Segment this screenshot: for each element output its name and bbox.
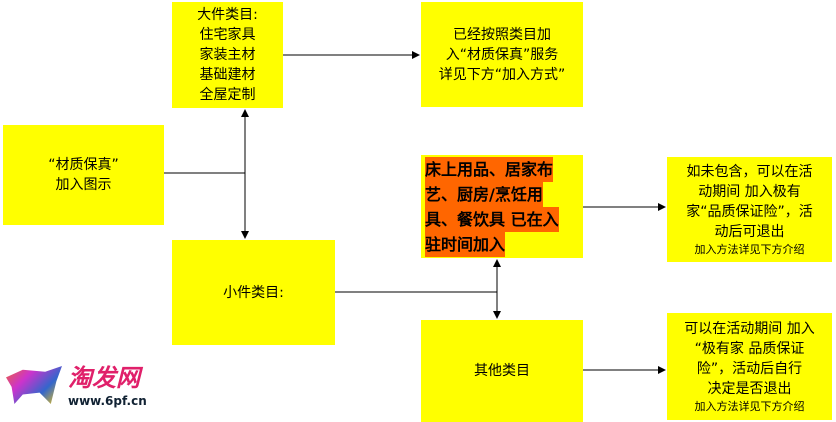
other-action-line: “极有家 品质保证: [694, 340, 805, 357]
bedding-line: 具、餐饮具 已在入: [425, 206, 559, 232]
other-action-line: 险”，活动后自行: [696, 360, 803, 377]
other-action-box: 可以在活动期间 加入 “极有家 品质保证 险”，活动后自行 决定是否退出 加入方…: [667, 313, 832, 420]
not-included-line: 动期间 加入极有: [698, 183, 801, 200]
watermark-url: www.6pf.cn: [68, 394, 147, 408]
other-category-box: 其他类目: [421, 320, 583, 422]
not-included-line: 如未包含，可以在活: [686, 163, 813, 180]
large-category-item: 家装主材: [199, 47, 256, 63]
bedding-line: 艺、厨房/烹饪用: [425, 181, 543, 207]
root-box: “材质保真” 加入图示: [3, 125, 164, 225]
large-category-item: 基础建材: [199, 67, 256, 83]
root-line: 加入图示: [55, 177, 112, 193]
large-category-item: 住宅家具: [199, 27, 256, 43]
small-category-box: 小件类目:: [172, 240, 335, 345]
bedding-line: 驻时间加入: [425, 231, 506, 257]
other-action-line: 决定是否退出: [707, 380, 792, 397]
large-category-title: 大件类目:: [197, 7, 258, 23]
root-line: “材质保真”: [48, 157, 119, 173]
watermark-logo: 淘发网 www.6pf.cn: [6, 356, 166, 416]
other-action-note: 加入方法详见下方介绍: [694, 399, 805, 413]
joined-line: 详见下方“加入方式”: [438, 66, 566, 83]
bedding-line: 床上用品、居家布: [425, 156, 554, 182]
large-category-item: 全屋定制: [199, 87, 256, 103]
not-included-line: 家“品质保证险”，活: [686, 203, 813, 220]
joined-line: 已经按照类目加: [453, 26, 551, 43]
other-action-line: 可以在活动期间 加入: [684, 320, 815, 337]
not-included-box: 如未包含，可以在活 动期间 加入极有 家“品质保证险”，活 动后可退出 加入方法…: [667, 157, 832, 262]
other-category-title: 其他类目: [474, 363, 530, 379]
bull-icon: [6, 366, 62, 404]
bedding-box: 床上用品、居家布 艺、厨房/烹饪用 具、餐饮具 已在入 驻时间加入: [421, 155, 583, 258]
joined-line: 入“材质保真”服务: [445, 46, 559, 63]
small-category-title: 小件类目:: [223, 284, 284, 301]
not-included-line: 动后可退出: [714, 223, 785, 240]
large-category-box: 大件类目: 住宅家具 家装主材 基础建材 全屋定制: [172, 2, 283, 108]
joined-box: 已经按照类目加 入“材质保真”服务 详见下方“加入方式”: [421, 2, 583, 107]
not-included-note: 加入方法详见下方介绍: [694, 242, 805, 256]
watermark-text: 淘发网: [68, 364, 140, 392]
